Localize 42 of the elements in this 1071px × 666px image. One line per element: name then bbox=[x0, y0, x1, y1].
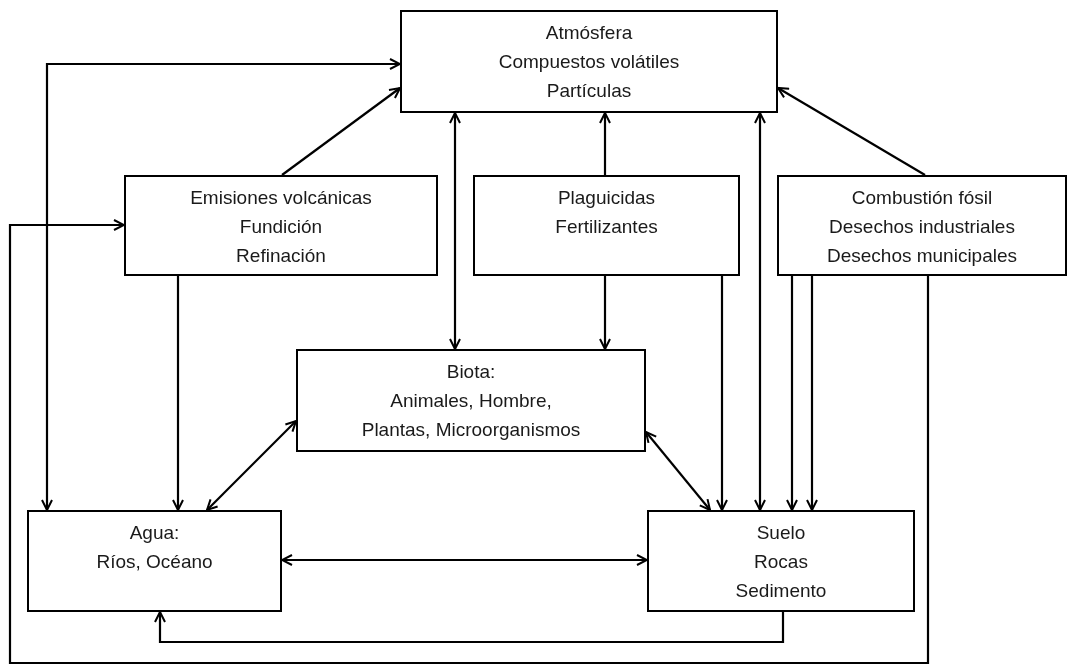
node-text: Refinación bbox=[236, 244, 326, 268]
process-box bbox=[296, 349, 646, 452]
node-text: Plaguicidas bbox=[557, 186, 656, 210]
node-text: Ríos, Océano bbox=[96, 550, 213, 574]
process-box bbox=[124, 175, 438, 276]
node-text: Compuestos volátiles bbox=[498, 50, 680, 74]
arrow bbox=[41, 58, 401, 511]
arrow bbox=[281, 554, 648, 566]
node-text: Rocas bbox=[754, 550, 808, 574]
arrow bbox=[754, 112, 766, 511]
arrow bbox=[777, 87, 926, 176]
arrow bbox=[449, 112, 461, 350]
arrow bbox=[154, 611, 785, 644]
node-text: Desechos municipales bbox=[826, 244, 1018, 268]
arrow bbox=[599, 276, 611, 350]
node-text: Animales, Hombre, bbox=[390, 389, 552, 413]
node-text: Desechos industriales bbox=[829, 215, 1015, 239]
process-box bbox=[400, 10, 778, 113]
arrow bbox=[281, 87, 401, 176]
arrow bbox=[8, 219, 930, 665]
process-box bbox=[647, 510, 915, 612]
node-text: Partículas bbox=[546, 79, 632, 103]
node-text: Sedimento bbox=[735, 579, 827, 603]
arrow bbox=[206, 420, 297, 511]
node-text: Suelo bbox=[756, 521, 806, 545]
node-text: Fertilizantes bbox=[555, 215, 658, 239]
arrow bbox=[645, 431, 711, 511]
process-box bbox=[777, 175, 1067, 276]
node-text: Emisiones volcánicas bbox=[190, 186, 372, 210]
node-text: Combustión fósil bbox=[851, 186, 993, 210]
node-text: Plantas, Microorganismos bbox=[361, 418, 581, 442]
arrow bbox=[786, 276, 798, 511]
node-text: Biota: bbox=[446, 360, 496, 384]
node-text: Fundición bbox=[239, 215, 323, 239]
arrow bbox=[716, 276, 728, 511]
arrow bbox=[599, 112, 611, 175]
node-text: Agua: bbox=[129, 521, 180, 545]
arrow bbox=[806, 276, 818, 511]
node-text: Atmósfera bbox=[545, 21, 633, 45]
arrow bbox=[172, 276, 184, 511]
process-box bbox=[27, 510, 282, 612]
process-box bbox=[473, 175, 740, 276]
